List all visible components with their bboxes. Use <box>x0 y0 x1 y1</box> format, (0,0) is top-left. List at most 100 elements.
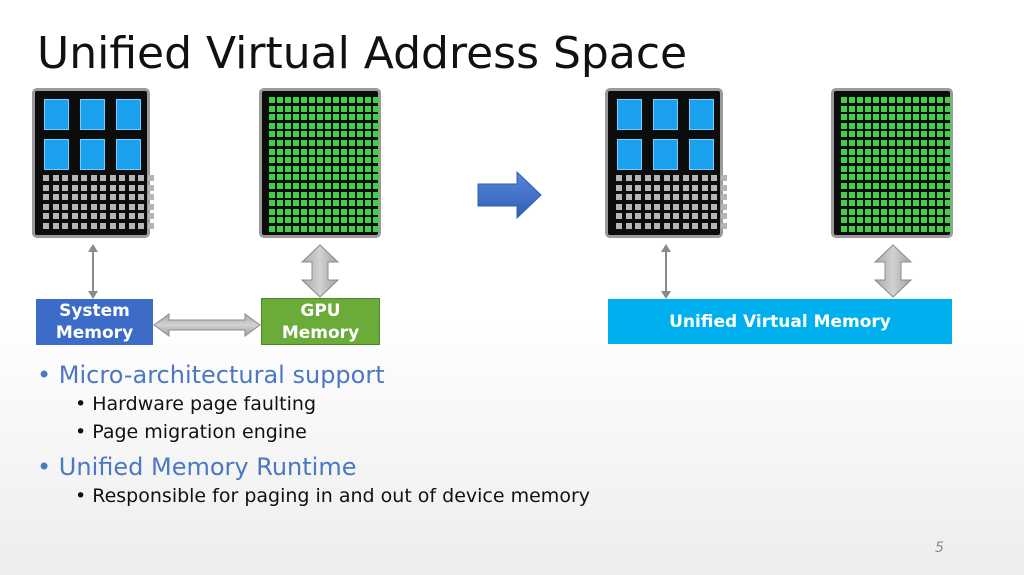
gpu-core-cell <box>269 217 275 224</box>
gpu-core-cell <box>269 122 275 129</box>
gpu-core-cell <box>945 157 951 164</box>
gpu-core-cell <box>841 217 847 224</box>
gpu-core-cell <box>357 208 363 215</box>
gpu-core-cell <box>881 191 887 198</box>
gpu-core-cell <box>849 174 855 181</box>
gpu-core-cell <box>365 174 371 181</box>
gpu-core-cell <box>349 174 355 181</box>
cache-cell <box>71 175 78 181</box>
gpu-core-cell <box>849 225 855 232</box>
gpu-core-cell <box>269 97 275 103</box>
gpu-core-cell <box>857 148 863 155</box>
gpu-core-cell <box>849 122 855 129</box>
gpu-core-cell <box>905 105 911 112</box>
cache-cell <box>692 222 698 229</box>
gpu-core-cell <box>293 157 299 164</box>
gpu-core-cell <box>317 114 323 121</box>
gpu-core-cell <box>945 217 951 224</box>
gpu-core-cell <box>301 174 307 181</box>
gpu-core-cell <box>277 148 283 155</box>
gpu-core-cell <box>325 148 331 155</box>
gpu-core-cell <box>873 200 879 207</box>
gpu-core-cell <box>865 131 871 138</box>
gpu-core-cell <box>301 165 307 172</box>
gpu-core-grid <box>269 97 379 232</box>
gpu-core-cell <box>365 225 371 232</box>
gpu-core-cell <box>325 122 331 129</box>
gpu-core-cell <box>889 165 895 172</box>
gpu-core-cell <box>293 191 299 198</box>
cache-cell <box>711 203 717 210</box>
gpu-core-cell <box>865 182 871 189</box>
cache-cell <box>701 194 708 201</box>
cache-cell <box>128 203 135 210</box>
gpu-core-cell <box>905 148 911 155</box>
transition-arrow <box>477 170 542 220</box>
gpu-core-cell <box>857 200 863 207</box>
gpu-core-cell <box>333 148 339 155</box>
gpu-core-cell <box>881 182 887 189</box>
gpu-core-cell <box>945 105 951 112</box>
gpu-core-cell <box>365 182 371 189</box>
cache-cell <box>682 194 689 201</box>
gpu-core-cell <box>301 122 307 129</box>
gpu-core-cell <box>865 200 871 207</box>
cache-cell <box>673 184 679 191</box>
bullet-list: • Micro-architectural support • Hardware… <box>37 360 590 510</box>
gpu-core-cell <box>849 139 855 146</box>
gpu-core-cell <box>357 157 363 164</box>
sub-bullet-item: • Responsible for paging in and out of d… <box>75 485 590 507</box>
cache-cell <box>644 194 651 201</box>
gpu-core-cell <box>349 122 355 129</box>
gpu-core-cell <box>373 139 379 146</box>
gpu-core-cell <box>301 148 307 155</box>
gpu-core-cell <box>921 139 927 146</box>
gpu-core-cell <box>365 165 371 172</box>
gpu-core-cell <box>269 114 275 121</box>
cache-cell <box>644 213 651 220</box>
gpu-core-cell <box>357 200 363 207</box>
cpu-chip-icon-unified <box>605 88 727 238</box>
gpu-core-grid <box>841 97 951 232</box>
sysmem-gpumem-link-arrow <box>153 313 261 337</box>
bullet-text: Unified Memory Runtime <box>58 453 357 481</box>
gpu-core-cell <box>881 131 887 138</box>
gpu-core-cell <box>373 97 379 103</box>
gpu-core-cell <box>897 225 903 232</box>
gpu-core-cell <box>897 114 903 121</box>
cache-cell <box>711 184 717 191</box>
gpu-core-cell <box>841 208 847 215</box>
gpu-core-cell <box>357 97 363 103</box>
cache-cell <box>109 175 116 181</box>
gpu-core-cell <box>309 200 315 207</box>
gpu-core-cell <box>857 105 863 112</box>
gpu-core-cell <box>929 131 935 138</box>
gpu-core-cell <box>325 191 331 198</box>
gpu-core-cell <box>285 122 291 129</box>
gpu-core-cell <box>277 157 283 164</box>
gpu-core-cell <box>293 217 299 224</box>
cache-cell <box>654 203 660 210</box>
cache-cell <box>644 175 651 181</box>
gpu-core-cell <box>921 148 927 155</box>
cache-cell <box>635 203 641 210</box>
cache-cell <box>71 213 78 220</box>
gpu-core-cell <box>277 225 283 232</box>
gpu-core-cell <box>301 131 307 138</box>
gpu-core-cell <box>857 165 863 172</box>
cache-cell <box>71 222 78 229</box>
cache-cell <box>138 175 144 181</box>
gpu-core-cell <box>357 225 363 232</box>
gpu-core-cell <box>365 131 371 138</box>
gpu-core-cell <box>349 217 355 224</box>
gpu-core-cell <box>889 105 895 112</box>
gpu-core-cell <box>889 148 895 155</box>
gpu-core-cell <box>937 200 943 207</box>
gpu-core-cell <box>349 97 355 103</box>
gpu-memory-box: GPU Memory <box>261 298 380 345</box>
gpu-core-cell <box>937 165 943 172</box>
gpu-core-cell <box>865 148 871 155</box>
gpu-core-cell <box>269 148 275 155</box>
gpu-core-cell <box>913 139 919 146</box>
